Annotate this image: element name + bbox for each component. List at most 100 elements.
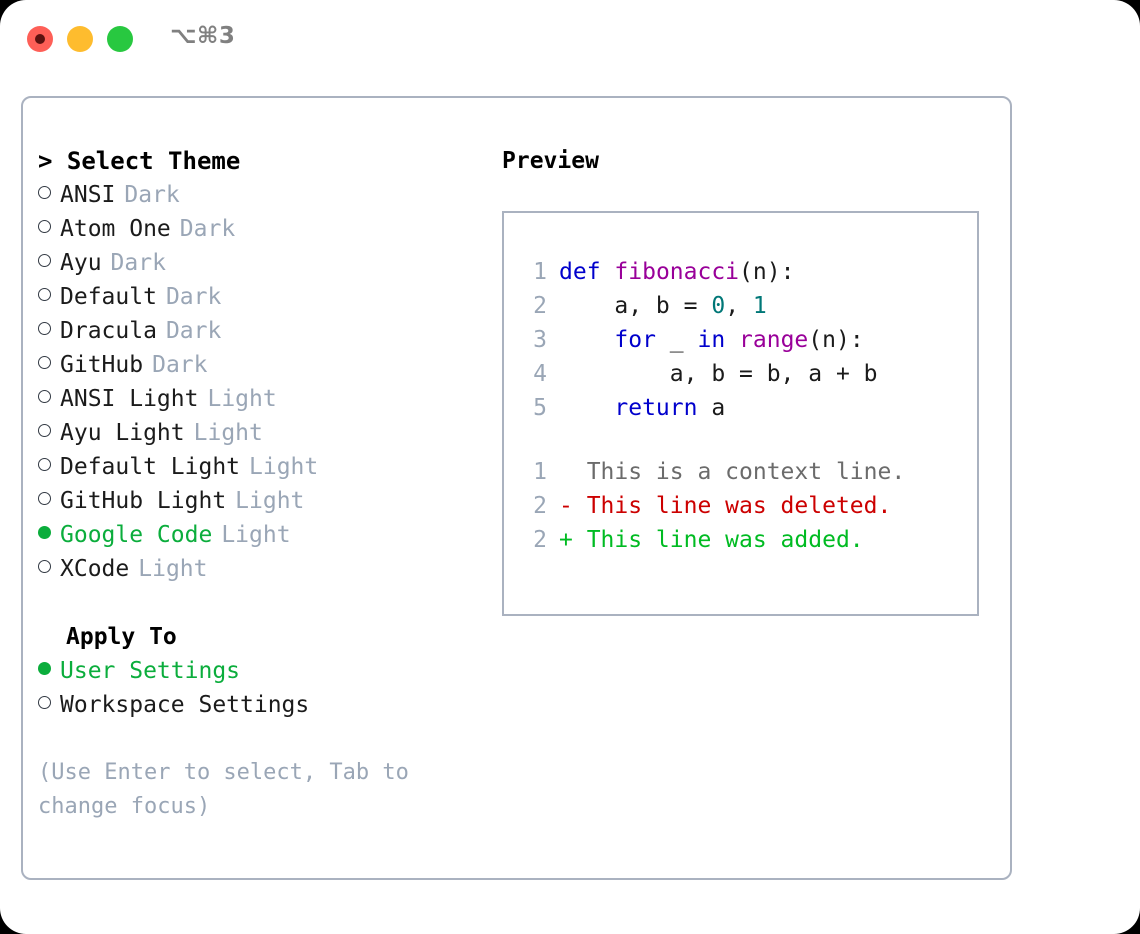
theme-option-default-light[interactable]: Default Light Light	[38, 450, 488, 484]
theme-variant-tag: Dark	[165, 284, 222, 310]
code-token	[601, 259, 615, 285]
theme-variant-tag: Dark	[152, 352, 208, 378]
code-token: a	[697, 395, 726, 421]
theme-option-label: GitHub Light	[60, 488, 227, 514]
line-number: 2	[533, 527, 547, 553]
code-token: for	[614, 327, 656, 353]
code-line: 1 def fibonacci(n):	[517, 255, 971, 289]
line-number: 3	[533, 327, 547, 353]
theme-variant-tag: Light	[207, 386, 277, 412]
code-line-text: return a	[559, 391, 725, 425]
code-token: (n):	[808, 327, 864, 353]
diff-line-text: This is a context line.	[559, 459, 906, 485]
theme-option-label: ANSI Light	[60, 386, 199, 412]
code-token	[559, 327, 614, 353]
code-diff-spacer	[517, 425, 971, 455]
code-line: 3 for _ in range(n):	[517, 323, 971, 357]
apply-option-label: Workspace Settings	[60, 692, 310, 718]
code-token: return	[614, 395, 698, 421]
preview-header: Preview	[502, 148, 599, 174]
code-token	[559, 395, 614, 421]
code-token: a, b = b, a + b	[559, 361, 878, 387]
theme-option-ansi-light[interactable]: ANSI Light Light	[38, 382, 488, 416]
diff-line: 2 - This line was deleted.	[517, 489, 971, 523]
title-bar: ⌥⌘3	[0, 0, 1140, 78]
code-token: 0	[711, 293, 726, 319]
line-number: 2	[533, 493, 547, 519]
code-token: ,	[725, 293, 753, 319]
theme-option-github[interactable]: GitHub Dark	[38, 348, 488, 382]
traffic-light-group	[27, 26, 133, 52]
code-line: 2 a, b = 0, 1	[517, 289, 971, 323]
theme-variant-tag: Dark	[110, 250, 166, 276]
code-token: in	[697, 327, 726, 353]
theme-option-default[interactable]: Default Dark	[38, 280, 488, 314]
code-token: _	[655, 327, 698, 353]
theme-option-github-light[interactable]: GitHub Light Light	[38, 484, 488, 518]
code-token	[725, 327, 739, 353]
code-token: fibonacci	[614, 259, 740, 285]
code-token: a, b =	[559, 293, 712, 319]
theme-variant-tag: Light	[235, 488, 305, 514]
code-line: 5 return a	[517, 391, 971, 425]
code-token: 1	[752, 293, 767, 319]
theme-variant-tag: Light	[249, 454, 319, 480]
section-spacer	[38, 586, 488, 620]
theme-variant-tag: Dark	[124, 182, 180, 208]
line-number: 1	[533, 259, 547, 285]
minimize-button[interactable]	[67, 26, 93, 52]
line-number: 4	[533, 361, 547, 387]
diff-line: 2 + This line was added.	[517, 523, 971, 557]
code-line-text: a, b = 0, 1	[559, 289, 767, 323]
diff-line-text: - This line was deleted.	[559, 493, 892, 519]
theme-variant-tag: Dark	[165, 318, 222, 344]
theme-option-label: ANSI	[60, 182, 116, 208]
code-line: 4 a, b = b, a + b	[517, 357, 971, 391]
code-line-text: def fibonacci(n):	[559, 255, 794, 289]
theme-option-label: Default	[60, 284, 157, 310]
theme-option-label: Dracula	[60, 318, 157, 344]
diff-line-text: + This line was added.	[559, 527, 864, 553]
theme-option-ayu[interactable]: Ayu Dark	[38, 246, 488, 280]
window-title: ⌥⌘3	[170, 23, 236, 49]
apply-option-workspace-settings[interactable]: Workspace Settings	[38, 688, 488, 722]
apply-to-header: Apply To	[66, 624, 177, 650]
theme-option-dracula[interactable]: Dracula Dark	[38, 314, 488, 348]
close-button[interactable]	[27, 26, 53, 52]
diff-line: 1 This is a context line.	[517, 455, 971, 489]
code-token: (n):	[739, 259, 795, 285]
theme-option-label: Ayu	[60, 250, 102, 276]
apply-option-user-settings[interactable]: User Settings	[38, 654, 488, 688]
theme-variant-tag: Dark	[179, 216, 236, 242]
select-theme-header: > Select Theme	[38, 147, 241, 175]
apply-option-label: User Settings	[60, 658, 241, 684]
theme-option-label: GitHub	[60, 352, 144, 378]
code-token: range	[739, 327, 809, 353]
theme-option-label: Default Light	[60, 454, 241, 480]
theme-option-label: Google Code	[60, 522, 213, 548]
line-number: 2	[533, 293, 547, 319]
code-line-text: for _ in range(n):	[559, 323, 864, 357]
line-number: 1	[533, 459, 547, 485]
theme-option-atom-one[interactable]: Atom One Dark	[38, 212, 488, 246]
code-line-text: a, b = b, a + b	[559, 357, 878, 391]
theme-variant-tag: Light	[193, 420, 263, 446]
maximize-button[interactable]	[107, 26, 133, 52]
line-number: 5	[533, 395, 547, 421]
theme-option-label: Atom One	[60, 216, 171, 242]
theme-option-ansi[interactable]: ANSI Dark	[38, 178, 488, 212]
code-token: def	[559, 259, 601, 285]
theme-option-label: XCode	[60, 556, 130, 582]
